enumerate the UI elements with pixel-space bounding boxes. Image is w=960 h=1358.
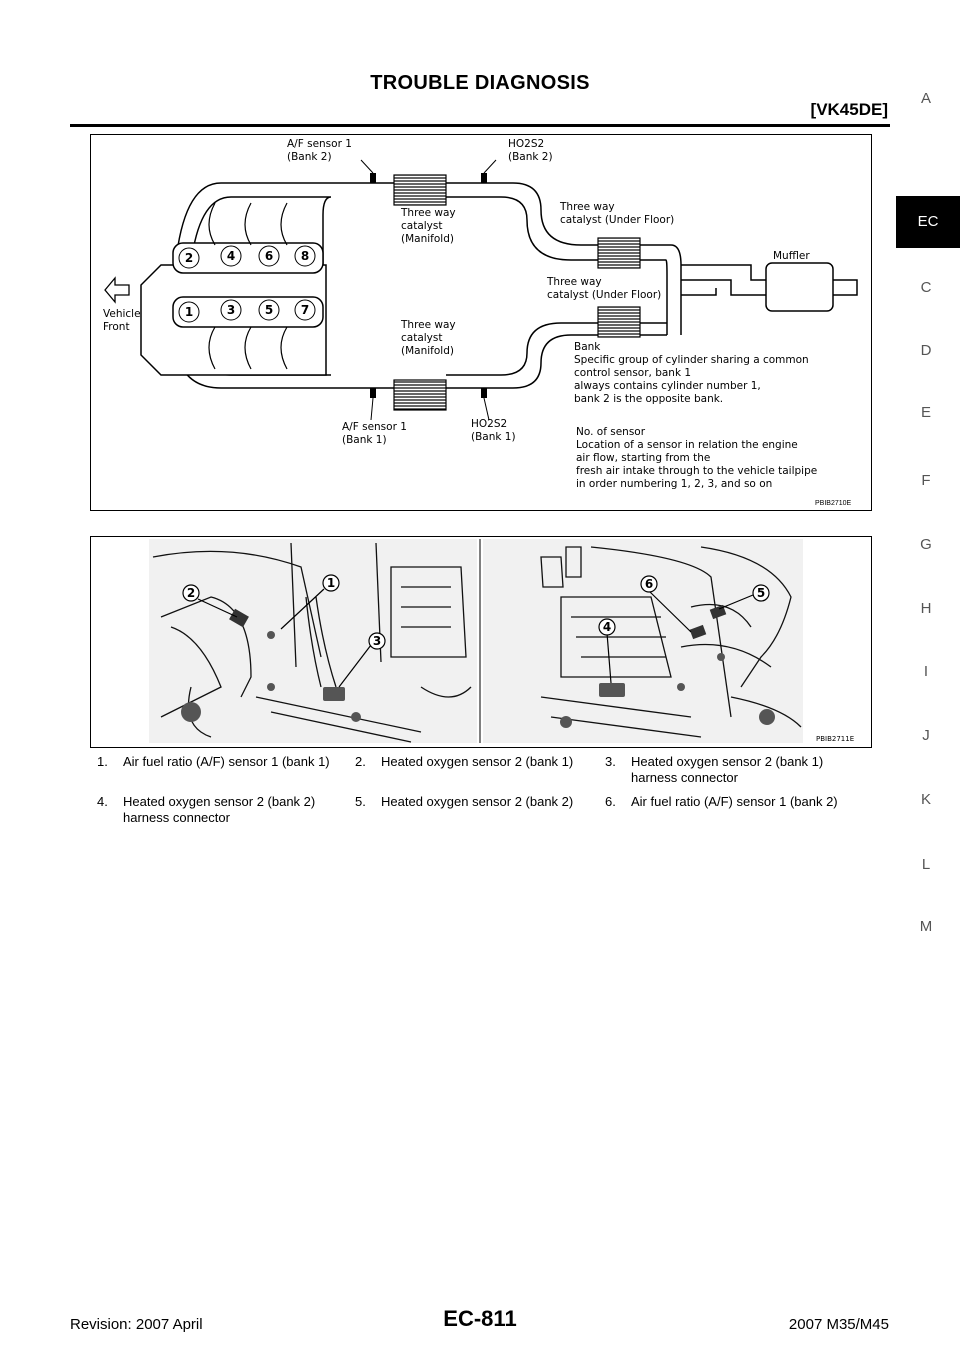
photo-bank2: 4 5 6 [483,539,803,743]
cylinder-3: 3 [227,303,235,317]
photo-bank1: 1 2 3 [149,539,477,743]
label-ho2s2-bank2-sub: (Bank 2) [508,151,553,163]
cylinder-6: 6 [265,249,273,263]
legend-row: 4. Heated oxygen sensor 2 (bank 2) harne… [97,794,877,826]
legend-num: 6. [605,794,616,809]
tab-h[interactable]: H [920,600,932,617]
cylinders-bank2: 2 4 6 8 [178,245,316,269]
legend-text: Heated oxygen sensor 2 (bank 1) [381,754,574,769]
label-sensor-no-def-3: fresh air intake through to the vehicle … [576,465,817,477]
tab-e[interactable]: E [920,404,931,421]
tab-g[interactable]: G [920,536,932,553]
legend-text: Heated oxygen sensor 2 (bank 1) harness … [631,754,824,785]
callout-4: 4 [603,620,611,634]
label-bank-title: Bank [574,341,601,353]
legend-text: Air fuel ratio (A/F) sensor 1 (bank 2) [631,794,838,809]
label-vehicle: Vehicle [103,308,141,320]
legend-num: 2. [355,754,366,769]
callout-5: 5 [757,586,765,600]
legend-text: Heated oxygen sensor 2 (bank 2) harness … [123,794,316,825]
label-twc-manifold-bottom: Three way [400,319,456,331]
legend: 1. Air fuel ratio (A/F) sensor 1 (bank 1… [97,754,877,834]
cylinder-4: 4 [227,249,235,263]
legend-text: Heated oxygen sensor 2 (bank 2) [381,794,574,809]
sensor-location-photo: 1 2 3 [90,536,872,748]
label-ho2s2-bank1: HO2S2 [471,418,507,430]
tab-c[interactable]: C [920,279,932,296]
label-sensor-no-def-2: air flow, starting from the [576,452,710,464]
legend-item: 3. Heated oxygen sensor 2 (bank 1) harne… [605,754,855,786]
label-twc-manifold-top: Three way [400,207,456,219]
label-af-sensor-bank2-sub: (Bank 2) [287,151,332,163]
legend-item: 1. Air fuel ratio (A/F) sensor 1 (bank 1… [97,754,355,786]
tab-l[interactable]: L [921,856,931,873]
label-twc-underfloor-top: Three way [559,201,615,213]
callout-1: 1 [327,576,335,590]
tab-m[interactable]: M [919,918,933,935]
legend-item: 6. Air fuel ratio (A/F) sensor 1 (bank 2… [605,794,855,826]
label-twc-manifold-bottom-2: catalyst [401,332,442,344]
label-twc-manifold-bottom-3: (Manifold) [401,345,454,357]
engine-code: [VK45DE] [810,100,888,119]
legend-num: 5. [355,794,366,809]
page-title: TROUBLE DIAGNOSIS [370,72,590,94]
legend-num: 4. [97,794,108,809]
header-rule [70,124,890,127]
cylinder-8: 8 [301,249,309,263]
legend-item: 4. Heated oxygen sensor 2 (bank 2) harne… [97,794,355,826]
label-bank-def-1: Specific group of cylinder sharing a com… [574,354,809,366]
label-bank-def-3: always contains cylinder number 1, [574,380,761,392]
label-af-sensor-bank1-sub: (Bank 1) [342,434,387,446]
label-bank-def-2: control sensor, bank 1 [574,367,691,379]
tab-a[interactable]: A [920,90,931,107]
page-number: EC-811 [443,1306,517,1331]
tab-j[interactable]: J [922,727,930,744]
callout-2: 2 [187,586,195,600]
label-bank-def-4: bank 2 is the opposite bank. [574,393,723,405]
label-front: Front [103,321,130,333]
cylinders-bank1: 1 3 5 7 [178,299,316,323]
label-ho2s2-bank2: HO2S2 [508,138,544,150]
callout-6: 6 [645,577,653,591]
label-af-sensor-bank1: A/F sensor 1 [342,421,407,433]
label-muffler: Muffler [773,250,810,262]
legend-num: 3. [605,754,616,769]
figure-id: PBIB2710E [815,500,852,507]
tab-i[interactable]: I [923,663,929,680]
legend-item: 5. Heated oxygen sensor 2 (bank 2) [355,794,605,826]
cylinder-5: 5 [265,303,273,317]
label-twc-underfloor-bottom: Three way [546,276,602,288]
label-twc-underfloor-bottom-2: catalyst (Under Floor) [547,289,661,301]
tab-f[interactable]: F [921,472,931,489]
tab-k[interactable]: K [920,791,931,808]
photo-figure-id: PBIB2711E [816,735,854,743]
label-twc-manifold-top-3: (Manifold) [401,233,454,245]
callout-3: 3 [373,634,381,648]
label-ho2s2-bank1-sub: (Bank 1) [471,431,516,443]
label-sensor-no-def-1: Location of a sensor in relation the eng… [576,439,798,451]
section-tabs: A EC C D E F G H I J K L M [892,0,960,1358]
tab-ec[interactable]: EC [896,196,960,248]
legend-row: 1. Air fuel ratio (A/F) sensor 1 (bank 1… [97,754,877,786]
model-name: 2007 M35/M45 [788,1316,889,1333]
legend-item: 2. Heated oxygen sensor 2 (bank 1) [355,754,605,786]
vehicle-front-arrow-icon [104,276,130,304]
cylinder-1: 1 [185,305,193,319]
label-twc-manifold-top-2: catalyst [401,220,442,232]
cylinder-7: 7 [301,303,309,317]
label-sensor-no-def-4: in order numbering 1, 2, 3, and so on [576,478,772,490]
label-twc-underfloor-top-2: catalyst (Under Floor) [560,214,674,226]
label-sensor-no-title: No. of sensor [576,426,646,438]
tab-d[interactable]: D [920,342,932,359]
legend-text: Air fuel ratio (A/F) sensor 1 (bank 1) [123,754,330,769]
cylinder-2: 2 [185,251,193,265]
revision-date: Revision: 2007 April [70,1316,203,1333]
legend-num: 1. [97,754,108,769]
label-af-sensor-bank2: A/F sensor 1 [287,138,352,150]
exhaust-diagram: 2 4 6 8 1 3 5 7 A/F sensor 1 (Bank 2) HO… [90,134,872,511]
